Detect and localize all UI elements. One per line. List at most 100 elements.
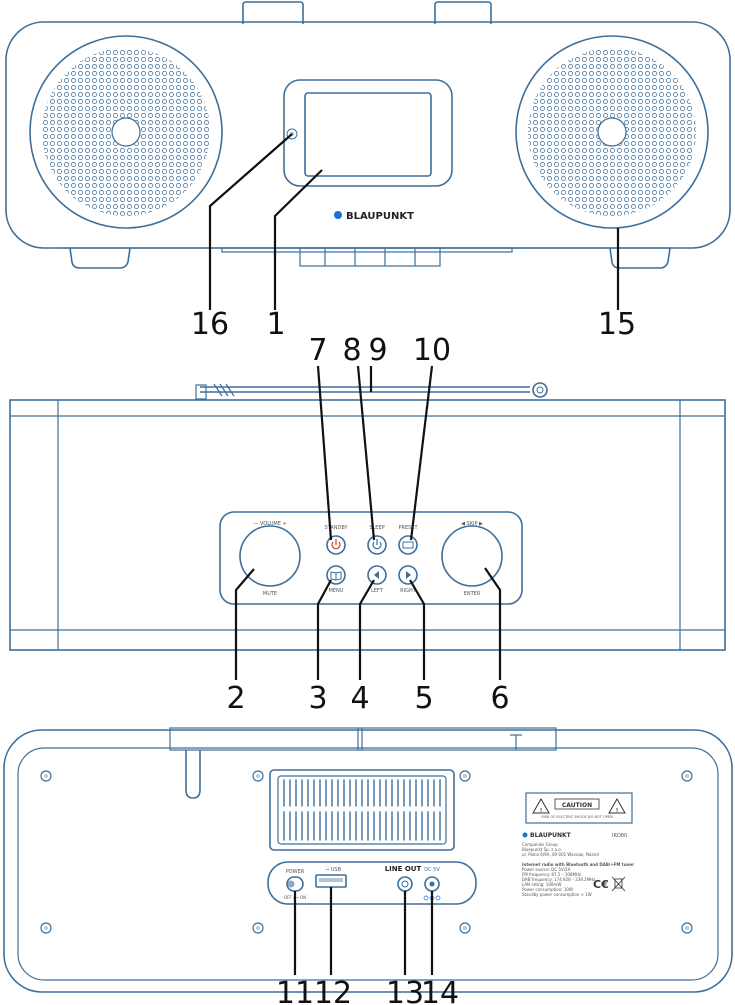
right-button[interactable]: [398, 565, 418, 585]
screws: [40, 770, 693, 934]
connector-panel: [267, 861, 477, 905]
callout-6: 6: [490, 681, 509, 716]
callout-2: 2: [226, 681, 245, 716]
warning-triangle-icon-2: [608, 797, 626, 814]
sleep-button[interactable]: [367, 535, 387, 555]
callout-11: 11: [276, 976, 314, 1005]
caution-subtext: RISK OF ELECTRIC SHOCK DO NOT OPEN: [541, 815, 613, 819]
sleep-power-icon: [372, 539, 382, 550]
front-view: BLAUPUNKT 16 1 15: [5, 1, 731, 342]
power-icon: [331, 539, 341, 550]
warning-triangle-icon: [532, 797, 550, 814]
right-arrow-icon: [406, 571, 411, 579]
left-button[interactable]: [367, 565, 387, 585]
top-view: — VOLUME + MUTE STANDBY SLEEP PRESET MEN…: [9, 333, 726, 716]
standby-button[interactable]: [326, 535, 346, 555]
book-icon: [330, 571, 342, 581]
bottom-vent: [299, 247, 441, 267]
leader-4: [358, 579, 375, 680]
line-out-jack[interactable]: [397, 876, 413, 892]
callout-7: 7: [308, 333, 327, 368]
handle-left: [242, 1, 304, 24]
callout-3: 3: [308, 681, 327, 716]
antenna-stub: [185, 750, 201, 799]
callout-10: 10: [413, 333, 451, 368]
antenna-hinge: [532, 382, 548, 398]
callout-12: 12: [314, 976, 352, 1005]
leader-7: [316, 365, 333, 541]
caution-text: CAUTION: [562, 802, 592, 809]
leader-5: [409, 579, 426, 680]
usb-label: ⊸ USB: [325, 867, 342, 873]
callout-9: 9: [368, 333, 387, 368]
leader-1: [273, 169, 323, 310]
callout-16: 16: [191, 307, 229, 342]
left-label: LEFT: [371, 588, 384, 594]
enter-label: ENTER: [464, 591, 481, 597]
back-body: [3, 729, 733, 993]
callout-14: 14: [421, 976, 459, 1005]
menu-button[interactable]: [326, 565, 346, 585]
sleep-label: SLEEP: [369, 525, 384, 531]
left-speaker: [29, 35, 223, 229]
company-line-1: Companies Group: [522, 842, 558, 847]
leader-10: [409, 365, 434, 541]
leader-16: [208, 133, 293, 310]
spec-line-5: LAN rating: 100mW: [522, 882, 561, 887]
leader-3: [316, 579, 332, 680]
callout-5: 5: [414, 681, 433, 716]
right-label: RIGHT: [400, 588, 417, 594]
left-arrow-icon: [374, 571, 379, 579]
weee-bin-icon: [611, 876, 626, 892]
skip-label: ◀ SKIP ▶: [461, 521, 483, 527]
volume-knob[interactable]: [239, 525, 301, 587]
back-brand: BLAUPUNKT: [530, 832, 572, 839]
svg-text:!: !: [616, 808, 618, 814]
preset-icon: [402, 541, 414, 549]
preset-label: PRESET: [398, 525, 418, 531]
display-screen: [304, 92, 432, 177]
preset-button[interactable]: [398, 535, 418, 555]
front-brand: BLAUPUNKT: [334, 211, 414, 222]
svg-text:!: !: [540, 808, 542, 814]
callout-1: 1: [266, 307, 285, 342]
back-handle: [169, 727, 557, 751]
leader-6: [484, 567, 502, 680]
mute-label: MUTE: [263, 591, 277, 597]
callout-13: 13: [386, 976, 424, 1005]
spec-line-1: Internet radio with Bluetooth and DAB/+F…: [522, 862, 634, 867]
model-text: IRD80: [612, 833, 627, 839]
brand-text: BLAUPUNKT: [346, 211, 414, 222]
rear-vent: [269, 769, 455, 851]
ir-sensor: [286, 128, 298, 140]
dc-label: DC 5V: [424, 867, 440, 873]
company-line-3: ul. Polna 6/9A, 00-001 Warsaw, Poland: [522, 852, 599, 857]
spec-line-7: Standby power consumption < 1W: [522, 892, 592, 897]
callout-15: 15: [598, 307, 636, 342]
menu-label: MENU: [329, 588, 344, 594]
spec-line-6: Power consumption: 10W: [522, 887, 573, 892]
caution-label: ! ! CAUTION RISK OF ELECTRIC SHOCK DO NO…: [525, 792, 633, 824]
rating-plate: BLAUPUNKT IRD80 Companies Group Bluepunk…: [522, 832, 634, 897]
foot-right: [609, 247, 671, 269]
lineout-label: LINE OUT: [385, 865, 422, 873]
power-label: POWER: [286, 869, 305, 875]
right-speaker: [515, 35, 709, 229]
top-body: [9, 399, 726, 651]
skip-enter-knob[interactable]: [441, 525, 503, 587]
leader-8: [356, 365, 376, 541]
display-bezel: [283, 79, 453, 187]
leader-2: [234, 568, 255, 680]
spec-line-2: Power source: DC 5V/2A: [522, 867, 571, 872]
callout-8: 8: [342, 333, 361, 368]
company-line-2: Bluepunkt Sp. z o.o.: [522, 847, 562, 852]
foot-left: [69, 247, 131, 269]
standby-label: STANDBY: [324, 525, 348, 531]
ce-mark-icon: C€: [593, 878, 609, 891]
back-view: ! ! CAUTION RISK OF ELECTRIC SHOCK DO NO…: [3, 727, 733, 1005]
spec-line-4: DAB frequency: 174.928 – 239.2MHz: [522, 877, 595, 882]
volume-label: — VOLUME +: [253, 521, 286, 527]
callout-4: 4: [350, 681, 369, 716]
handle-right: [434, 1, 492, 24]
